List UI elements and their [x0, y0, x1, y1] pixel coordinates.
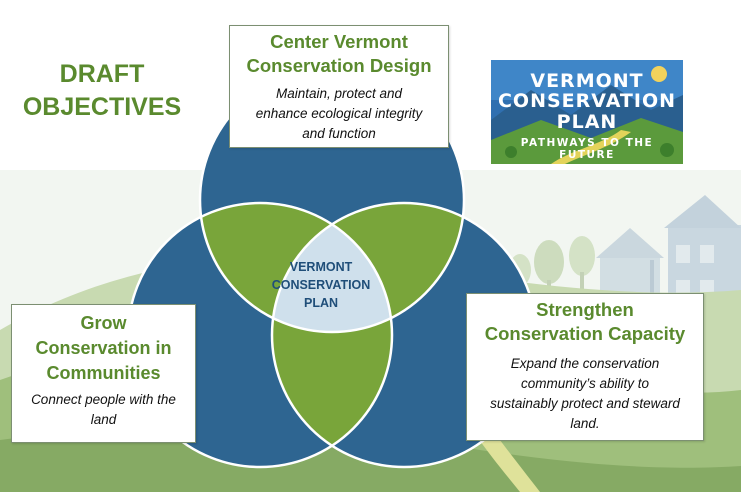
logo-tagline: PATHWAYS TO THE FUTURE — [520, 137, 654, 161]
venn-center-label: VERMONT CONSERVATION PLAN — [271, 260, 371, 310]
logo-line-3: PLAN — [556, 111, 618, 133]
objective-heading: Strengthen Conservation Capacity — [484, 299, 686, 344]
overlap-center — [272, 203, 392, 332]
objective-heading: Center Vermont Conservation Design — [246, 31, 432, 76]
logo-line-2: CONSERVATION — [497, 90, 677, 112]
objective-description: Connect people with the land — [31, 392, 176, 427]
page-title: DRAFT OBJECTIVES — [22, 60, 182, 121]
objective-heading: Grow Conservation in Communities — [35, 313, 172, 383]
objective-description: Expand the conservation community’s abil… — [490, 356, 680, 431]
objective-description: Maintain, protect and enhance ecological… — [255, 86, 423, 141]
logo-line-1: VERMONT — [530, 70, 644, 92]
objective-card-right: Strengthen Conservation Capacity Expand … — [466, 293, 704, 441]
objective-card-left: Grow Conservation in Communities Connect… — [11, 304, 196, 443]
vermont-conservation-plan-logo: VERMONT CONSERVATION PLAN PATHWAYS TO TH… — [491, 60, 683, 164]
objective-card-top: Center Vermont Conservation Design Maint… — [229, 25, 449, 148]
logo-artwork — [491, 60, 683, 164]
